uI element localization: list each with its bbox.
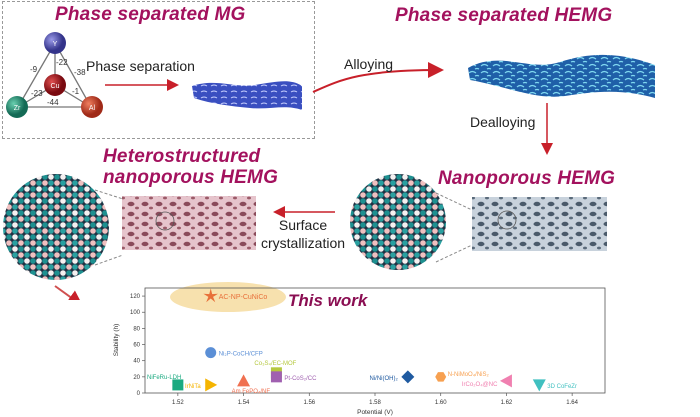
- enthalpy-triangle: -9 -22 -38 -23 -1 -44 Y Cu Zr Al: [6, 32, 103, 118]
- phase-separated-mg-panel: [2, 1, 315, 139]
- label-dealloying: Dealloying: [470, 114, 536, 130]
- stability-potential-chart: 1.52 1.54 1.56 1.58 1.60 1.62 1.64 0 20 40 60 80 100…: [113, 282, 606, 416]
- x-tick-label: 1.54: [238, 400, 250, 406]
- title-nanoporous-hemg: Nanoporous HEMG: [438, 168, 616, 189]
- point-triangle-up: [237, 374, 251, 387]
- mg-ribbon: [192, 81, 302, 110]
- x-tick-label: 1.64: [566, 400, 578, 406]
- point-circle: [205, 347, 217, 359]
- point-triangle-right: [205, 378, 218, 392]
- bond-y-al: -38: [74, 68, 86, 77]
- point-hexagon: [435, 372, 447, 382]
- point-star: [203, 288, 219, 303]
- bond-zr-cu: -23: [31, 89, 43, 98]
- point-square: [270, 371, 282, 383]
- this-work-label: This work: [288, 291, 369, 310]
- point-triangle-down: [532, 379, 546, 392]
- zoom-line: [435, 244, 473, 263]
- atom-cu: [44, 74, 66, 96]
- y-tick-label: 60: [133, 343, 140, 349]
- point-label: AC-NP-CuNiCo: [219, 294, 268, 301]
- point-label: NiFeRu-LDH: [147, 375, 181, 381]
- nanoporous-atom-sphere: [350, 174, 446, 270]
- title-heterostructured-nanoporous-hemg: Heterostructured nanoporous HEMG: [103, 146, 278, 188]
- heterostructured-atom-sphere: [3, 174, 109, 280]
- y-tick-label: 100: [130, 310, 141, 316]
- atom-al: [81, 96, 103, 118]
- atom-label-y: Y: [53, 41, 58, 48]
- point-label: IrNiTa: [185, 384, 201, 390]
- arrow-to-chart: [54, 285, 84, 300]
- point-label: 3D CoFeZr: [547, 384, 577, 390]
- label-line-2: crystallization: [260, 235, 346, 251]
- zoom-line: [435, 192, 473, 211]
- arrow-alloying: [312, 62, 444, 93]
- process-illustration: -9 -22 -38 -23 -1 -44 Y Cu Zr Al: [3, 32, 655, 300]
- point-label: N-NiMoO₄/NiS₂: [448, 372, 490, 378]
- heterostructured-nanoporous-surface: [122, 196, 256, 250]
- y-tick-label: 0: [137, 391, 141, 397]
- label-surface-crystallization: Surface crystallization: [256, 216, 350, 252]
- title-phase-separated-mg: Phase separated MG: [55, 4, 246, 25]
- point-label: Pt-CoS₂/CC: [284, 376, 317, 382]
- point-label: Ni/Ni(OH)₂: [370, 376, 399, 382]
- title-line-1: Heterostructured: [103, 146, 261, 167]
- point-triangle-left: [499, 374, 512, 388]
- atom-label-cu: Cu: [51, 83, 60, 90]
- y-tick-label: 80: [133, 326, 140, 332]
- point-label: IrCo₂O₄@NC: [462, 382, 498, 388]
- atom-label-al: Al: [89, 105, 96, 112]
- y-tick-label: 120: [130, 294, 141, 300]
- highlight-circle: [155, 211, 175, 231]
- y-tick-label: 40: [133, 359, 140, 365]
- bond-y-cu: -22: [56, 58, 68, 67]
- highlight-circle: [497, 210, 517, 230]
- atom-label-zr: Zr: [14, 105, 21, 112]
- point-diamond: [401, 370, 415, 384]
- x-tick-label: 1.56: [303, 400, 315, 406]
- x-tick-label: 1.58: [369, 400, 381, 406]
- label-line-1: Surface: [278, 217, 328, 233]
- label-alloying: Alloying: [344, 56, 394, 72]
- bond-zr-al: -44: [47, 98, 59, 107]
- bond-cu-al: -1: [72, 87, 80, 96]
- point-square: [172, 379, 184, 391]
- title-phase-separated-hemg: Phase separated HEMG: [395, 5, 613, 26]
- bond-y-zr: -9: [30, 65, 38, 74]
- x-tick-label: 1.60: [435, 400, 447, 406]
- title-line-2: nanoporous HEMG: [103, 167, 279, 188]
- x-tick-label: 1.52: [172, 400, 184, 406]
- point-label: Am FePO₄/NF: [232, 389, 271, 395]
- x-axis-label: Potential (V): [357, 409, 393, 416]
- x-tick-label: 1.62: [501, 400, 513, 406]
- y-axis-label: Stability (h): [113, 324, 120, 357]
- y-tick-label: 20: [133, 375, 140, 381]
- atom-zr: [6, 96, 28, 118]
- label-phase-separation: Phase separation: [86, 58, 195, 74]
- point-label: Co₃S₄/EC-MOF: [254, 361, 296, 367]
- nanoporous-surface: [472, 197, 607, 251]
- this-work-highlight: [170, 282, 286, 312]
- hemg-ribbon: [468, 54, 655, 98]
- atom-y: [44, 32, 66, 54]
- point-label: Ni₂P-CoCH/CFP: [219, 352, 263, 358]
